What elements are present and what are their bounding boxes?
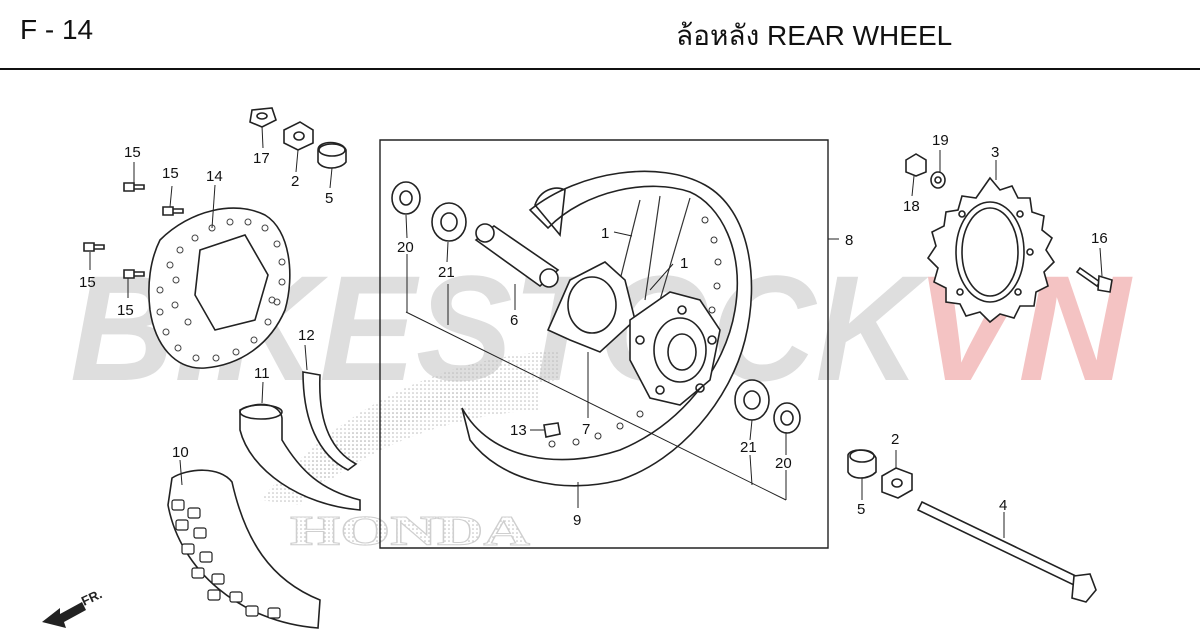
callout-8: 8	[845, 232, 853, 249]
callout-19: 19	[932, 132, 949, 149]
callout-12: 12	[298, 327, 315, 344]
leader-lines	[89, 125, 1103, 538]
axle-spacer-tube	[474, 223, 560, 288]
callout-18: 18	[903, 198, 920, 215]
collar-nut-parts	[249, 107, 347, 169]
callout-7: 7	[582, 421, 590, 438]
sprocket-bolt	[1075, 266, 1113, 293]
callout-20-left: 20	[397, 239, 414, 256]
callout-15-d: 15	[117, 302, 134, 319]
brake-disc-part	[148, 207, 291, 369]
right-bearings	[734, 379, 801, 434]
sprocket-part	[926, 176, 1056, 324]
fr-label: FR.	[79, 586, 104, 608]
sprocket-nut-washer	[905, 153, 946, 189]
left-bearings	[391, 181, 467, 242]
callout-11: 11	[254, 365, 270, 382]
honda-wing-logo: HONDA	[260, 350, 560, 556]
rim-band-part	[302, 371, 358, 471]
callout-17: 17	[253, 150, 270, 167]
section-code: F - 14	[20, 14, 94, 45]
tire-part	[167, 469, 321, 629]
hub-part	[546, 261, 721, 406]
callout-20-right: 20	[775, 455, 792, 472]
callout-4: 4	[999, 497, 1007, 514]
callout-5-top: 5	[325, 190, 333, 207]
callout-10: 10	[172, 444, 189, 461]
callout-21-left: 21	[438, 264, 455, 281]
tube-part	[239, 403, 361, 511]
callout-6: 6	[510, 312, 518, 329]
callout-9: 9	[573, 512, 581, 529]
front-direction-arrow: FR.	[42, 586, 104, 628]
callout-21-right: 21	[740, 439, 757, 456]
disc-bolts	[83, 182, 184, 279]
callout-1-b: 1	[680, 255, 688, 272]
callout-15-b: 15	[162, 165, 179, 182]
callout-5-right: 5	[857, 501, 865, 518]
page-title: ล้อหลัง REAR WHEEL	[676, 20, 953, 51]
callout-labels: 17 2 5 15 15 15 15 14 20 21 6 7 9 1 1 8 …	[79, 132, 1108, 529]
callout-15-a: 15	[124, 144, 141, 161]
header-divider	[0, 68, 1200, 70]
wheel-assembly-box	[379, 139, 829, 549]
callout-2-right: 2	[891, 431, 899, 448]
axle-collar-nut	[847, 449, 913, 499]
callout-14: 14	[206, 168, 223, 185]
callout-1-a: 1	[601, 225, 609, 242]
callout-16: 16	[1091, 230, 1108, 247]
callout-15-c: 15	[79, 274, 96, 291]
valve-cap	[543, 422, 561, 438]
callout-2-top: 2	[291, 173, 299, 190]
axle-part	[916, 500, 1097, 603]
callout-13: 13	[510, 422, 527, 439]
callout-3: 3	[991, 144, 999, 161]
rim-part	[461, 170, 753, 487]
